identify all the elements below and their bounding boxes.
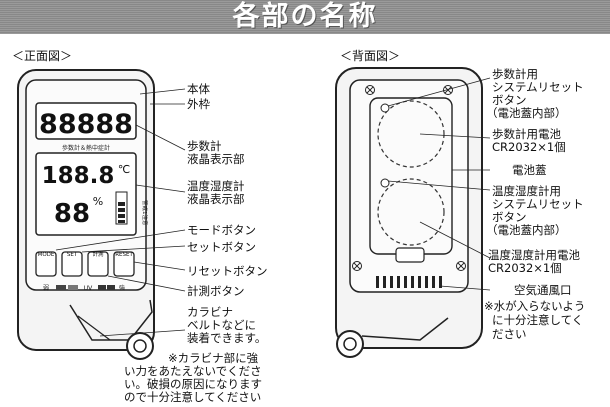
- label-pedometer-lcd-1: 歩数計: [187, 139, 222, 153]
- reset-button: [113, 251, 135, 277]
- label-reset-button: リセットボタン: [187, 264, 268, 278]
- title-banner: [0, 0, 610, 34]
- thermo-battery: [377, 178, 445, 246]
- label-battery-cover: 電池蓋: [512, 163, 547, 177]
- set-button-label: SET: [67, 252, 78, 258]
- pedometer-lcd: [35, 102, 137, 140]
- front-note-1: ※カラビナ部に強: [168, 351, 259, 365]
- label-thermo-battery-2: CR2032×1個: [488, 261, 562, 275]
- label-pedometer-reset-1: 歩数計用: [492, 67, 538, 81]
- back-note-1: ※水が入らないよう: [484, 299, 586, 313]
- measure-button-label: 計測: [92, 250, 104, 258]
- back-note-2: に十分注意してく: [492, 313, 584, 327]
- label-pedometer-reset-3: ボタン: [492, 93, 527, 107]
- label-measure-button: 計測ボタン: [187, 284, 245, 298]
- uv-high-label: 強: [119, 284, 125, 292]
- step-digits: 88888: [39, 109, 133, 140]
- mode-button: [35, 251, 57, 277]
- label-pedometer-lcd-2: 液晶表示部: [187, 152, 245, 166]
- label-thermo-battery-1: 温度湿度計用電池: [488, 248, 580, 262]
- back-device-illustration: [335, 67, 491, 358]
- label-frame: 外枠: [187, 97, 210, 111]
- measure-button: [87, 251, 109, 277]
- side-text: 警戒1注意: [141, 200, 149, 226]
- thermo-lcd: [35, 152, 137, 236]
- label-carabiner-1: カラビナ: [187, 305, 233, 319]
- hum-digits: 88: [54, 199, 90, 229]
- set-button: [61, 251, 83, 277]
- front-note-4: ので十分注意してください: [124, 390, 262, 404]
- label-set-button: セットボタン: [187, 240, 256, 254]
- label-mode-button: モードボタン: [187, 223, 256, 237]
- uv-low-label: 弱: [43, 285, 49, 292]
- page-title: 各部の名称: [232, 1, 378, 32]
- thermo-reset-button: [380, 178, 390, 188]
- label-carabiner-3: 装着できます。: [187, 331, 267, 345]
- back-panel: [349, 79, 469, 293]
- hum-unit: %: [93, 195, 103, 208]
- back-note-3: ださい: [492, 327, 527, 341]
- label-thermo-lcd-2: 液晶表示部: [187, 192, 245, 206]
- label-pedometer-battery-2: CR2032×1個: [492, 140, 566, 154]
- temp-digits: 188.8: [42, 163, 115, 189]
- step-caption: 歩数計＆熱中症計: [62, 144, 110, 152]
- pedometer-reset-button: [380, 103, 390, 113]
- label-pedometer-reset-2: システムリセット: [492, 80, 584, 94]
- label-carabiner-2: ベルトなどに: [187, 318, 256, 332]
- label-thermo-reset-1: 温度湿度計用: [492, 184, 561, 198]
- reset-button-label: RESET: [115, 252, 133, 258]
- front-note-2: い力をあたえないでくださ: [124, 364, 262, 378]
- air-vent: [376, 276, 442, 288]
- label-body: 本体: [187, 82, 210, 96]
- label-pedometer-battery-1: 歩数計用電池: [492, 127, 561, 141]
- label-pedometer-reset-4: （電池蓋内部）: [486, 106, 567, 120]
- mode-button-label: MODE: [38, 252, 55, 258]
- pedometer-battery: [377, 100, 445, 168]
- label-thermo-reset-4: （電池蓋内部）: [486, 223, 567, 237]
- temp-unit: ℃: [118, 163, 130, 176]
- label-thermo-lcd-1: 温度湿度計: [187, 179, 245, 193]
- front-view-heading: ＜正面図＞: [12, 49, 73, 63]
- label-thermo-reset-3: ボタン: [492, 210, 527, 224]
- front-device-illustration: 88888 歩数計＆熱中症計 188.8 ℃ 88 % 警戒1注意 MODE S…: [17, 69, 186, 360]
- label-vent: 空気通風口: [514, 283, 572, 297]
- label-thermo-reset-2: システムリセット: [492, 197, 584, 211]
- back-view-heading: ＜背面図＞: [340, 49, 401, 63]
- front-note-3: い。破損の原因になります: [124, 377, 262, 391]
- uv-mid-label: UV: [84, 285, 93, 292]
